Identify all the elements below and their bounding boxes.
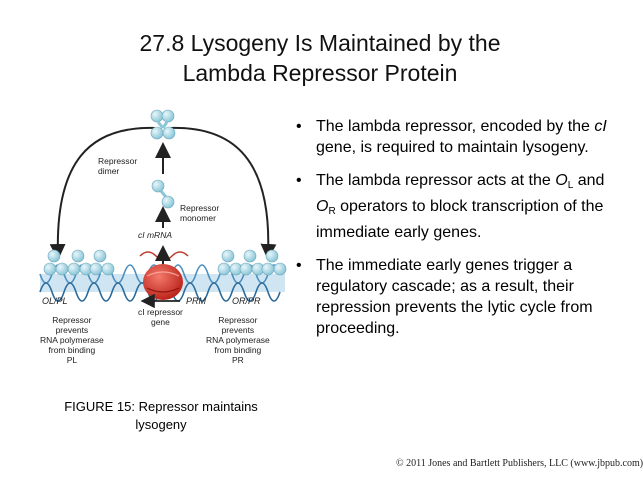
label-ol-pl: OL/PL <box>42 296 68 306</box>
bullet-2-text-a: The lambda repressor acts at the <box>316 172 556 189</box>
slide-title: 27.8 Lysogeny Is Maintained by the Lambd… <box>40 28 600 88</box>
bullet-2-sub-r: R <box>328 206 336 217</box>
repressor-dimer-icon <box>150 109 176 140</box>
bullet-item-operators: • The lambda repressor acts at the OL an… <box>296 170 626 243</box>
lysogeny-figure: Repressor dimer Repressor monomer cI mRN… <box>39 106 287 391</box>
figure-caption: FIGURE 15: Repressor maintains lysogeny <box>36 398 286 434</box>
bullet-1-text-a: The lambda repressor, encoded by the <box>316 118 595 135</box>
label-right-note: Repressor prevents RNA polymerase from b… <box>206 315 270 365</box>
caption-line-1: FIGURE 15: Repressor maintains <box>64 399 258 414</box>
copyright-notice: © 2011 Jones and Bartlett Publishers, LL… <box>396 458 643 469</box>
bullet-item-repressor-encoded: • The lambda repressor, encoded by the c… <box>296 116 626 158</box>
repressor-monomer-icon <box>151 179 175 209</box>
left-operator-repressors <box>43 249 115 276</box>
bullet-1-text-b: gene, is required to maintain lysogeny. <box>316 139 589 156</box>
arrow-to-right-operator <box>169 126 277 260</box>
bullet-list: • The lambda repressor, encoded by the c… <box>296 116 626 351</box>
caption-line-2: lysogeny <box>135 417 187 432</box>
right-operator-repressors <box>217 249 287 276</box>
bullet-dot-icon: • <box>296 257 302 274</box>
bullet-dot-icon: • <box>296 172 302 189</box>
rna-polymerase <box>143 264 183 300</box>
lysogeny-diagram <box>39 109 287 309</box>
label-ci-repressor-gene: cI repressor gene <box>138 307 183 327</box>
arrow-to-left-operator <box>49 126 156 260</box>
bullet-dot-icon: • <box>296 118 302 135</box>
bullet-3-text: The immediate early genes trigger a regu… <box>316 257 593 337</box>
bullet-2-and: and <box>573 172 605 189</box>
label-repressor-dimer: Repressor dimer <box>98 156 138 176</box>
title-line-1: 27.8 Lysogeny Is Maintained by the <box>139 30 501 56</box>
bullet-2-o1: O <box>555 172 568 189</box>
bullet-2-text-b: operators to block transcription of the … <box>316 198 604 241</box>
label-ci-mrna: cI mRNA <box>138 230 172 240</box>
bullet-item-cascade: • The immediate early genes trigger a re… <box>296 255 626 339</box>
bullet-1-ci: cI <box>594 118 607 135</box>
label-prm: PRM <box>186 296 206 306</box>
label-repressor-monomer: Repressor monomer <box>180 203 220 223</box>
title-line-2: Lambda Repressor Protein <box>182 60 458 86</box>
label-or-pr: OR/PR <box>232 296 261 306</box>
bullet-2-o2: O <box>316 198 329 215</box>
bullet-2-sub-l: L <box>567 180 574 191</box>
label-left-note: Repressor prevents RNA polymerase from b… <box>40 315 104 365</box>
